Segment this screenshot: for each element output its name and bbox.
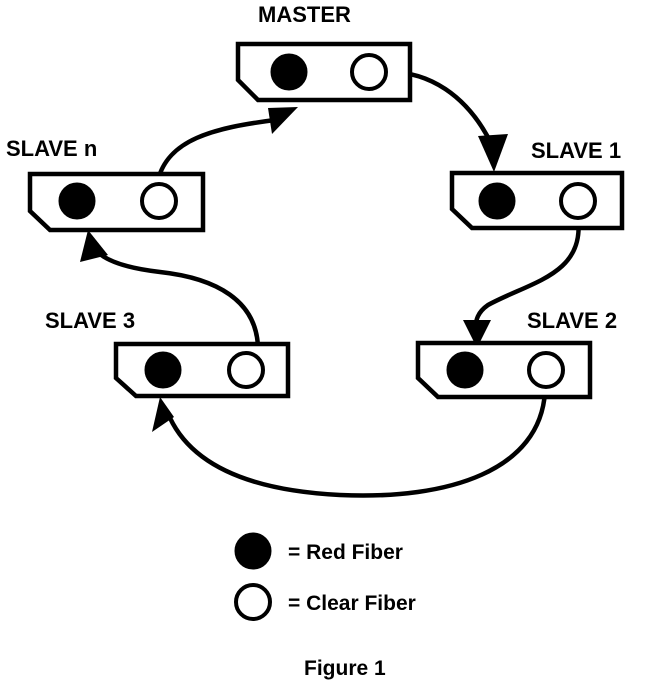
slave3-red-fiber	[144, 351, 182, 389]
slaven-red-fiber	[58, 182, 96, 220]
connector-slaven-to-master	[155, 117, 278, 183]
slaven-clear-fiber	[140, 182, 178, 220]
master-label: MASTER	[258, 2, 351, 27]
slaven-label: SLAVE n	[6, 136, 97, 161]
master-clear-fiber	[350, 53, 388, 91]
connector-slave1-to-slave2	[473, 215, 581, 333]
slave1-red-fiber	[478, 182, 516, 220]
slave3-label: SLAVE 3	[45, 308, 135, 333]
connectors	[80, 69, 581, 498]
slave3-unit: SLAVE 3	[45, 308, 291, 399]
arrow-head-slaven	[80, 230, 108, 262]
arrow-head-slave3	[152, 397, 174, 432]
legend-red-fiber-swatch	[234, 532, 272, 570]
figure-caption: Figure 1	[304, 657, 386, 680]
slave1-clear-fiber	[559, 182, 597, 220]
slave1-unit: SLAVE 1	[449, 138, 625, 231]
legend-clear-fiber-swatch	[234, 583, 272, 621]
slaven-unit: SLAVE n	[6, 136, 206, 233]
master-unit: MASTER	[235, 2, 413, 103]
connector-slave2-to-slave3	[167, 389, 548, 498]
legend-red-fiber-label: = Red Fiber	[288, 541, 403, 564]
arrow-head-slave2	[463, 320, 491, 348]
slave1-label: SLAVE 1	[531, 138, 621, 163]
slave2-unit: SLAVE 2	[415, 308, 617, 400]
arrow-head-master	[268, 107, 298, 134]
slave2-label: SLAVE 2	[527, 308, 617, 333]
slave3-clear-fiber	[227, 351, 265, 389]
arrow-head-slave1	[478, 134, 508, 172]
legend-clear-fiber-label: = Clear Fiber	[288, 592, 416, 615]
legend: = Red Fiber = Clear Fiber	[234, 532, 416, 621]
connector-slave3-to-slaven	[89, 242, 261, 353]
slave2-clear-fiber	[527, 351, 565, 389]
slave2-red-fiber	[446, 351, 484, 389]
master-red-fiber	[270, 53, 308, 91]
